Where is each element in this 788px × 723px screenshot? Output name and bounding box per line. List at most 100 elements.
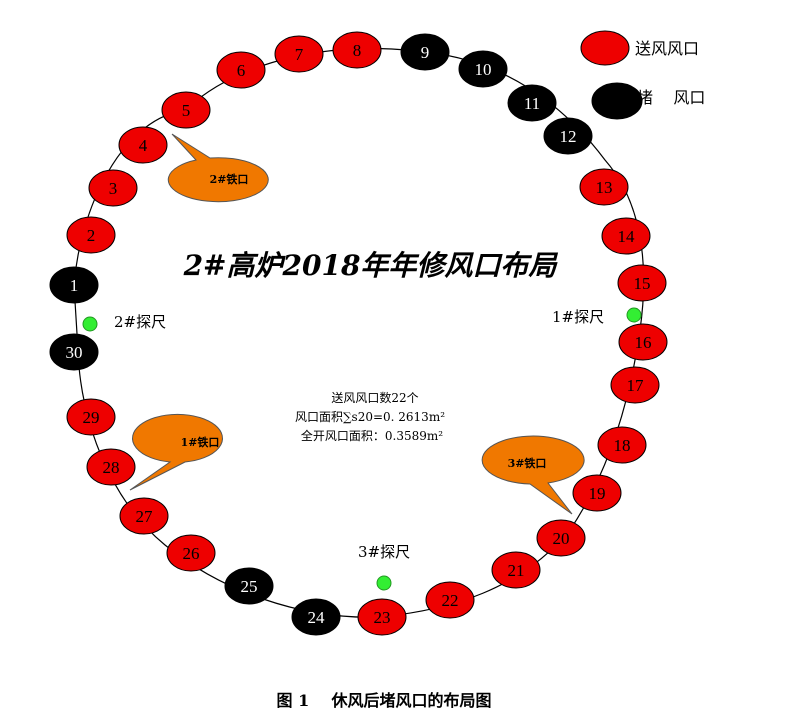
- tuyere-11-number: 11: [524, 94, 540, 113]
- tuyere-15: 15: [617, 264, 667, 302]
- tuyere-6: 6: [216, 51, 266, 89]
- tuyere-18: 18: [597, 426, 647, 464]
- tuyere-26-marker: [166, 534, 216, 572]
- tuyere-24-number: 24: [308, 608, 326, 627]
- tuyere-20: 20: [536, 519, 586, 557]
- tuyere-19-marker: [572, 474, 622, 512]
- legend: 送风风口 堵 风口: [580, 30, 705, 120]
- tuyere-24: 24: [291, 598, 341, 636]
- taphole-2-bubble: [167, 133, 269, 203]
- tuyere-15-number: 15: [634, 274, 651, 293]
- tuyere-3: 3: [88, 169, 138, 207]
- tuyere-22-number: 22: [442, 591, 459, 610]
- tuyere-22-marker: [425, 581, 475, 619]
- tuyere-25-marker: [224, 567, 274, 605]
- tuyere-6-number: 6: [237, 61, 246, 80]
- tuyere-13-marker: [579, 168, 629, 206]
- probe-1-dot: [626, 307, 642, 323]
- tuyere-23-number: 23: [374, 608, 391, 627]
- tuyere-20-marker: [536, 519, 586, 557]
- tuyere-26-number: 26: [183, 544, 200, 563]
- tuyere-5-marker: [161, 91, 211, 129]
- taphole-2-label: 2#铁口: [210, 172, 249, 186]
- tuyere-1-marker: [49, 266, 99, 304]
- tuyere-13-number: 13: [596, 178, 613, 197]
- tuyere-27-number: 27: [136, 507, 154, 526]
- tuyere-2-number: 2: [87, 226, 96, 245]
- tuyere-28-marker: [86, 448, 136, 486]
- tuyere-9: 9: [400, 33, 450, 71]
- tuyere-29: 29: [66, 398, 116, 436]
- tuyere-16-marker: [618, 323, 668, 361]
- legend-open-swatch: [580, 30, 630, 66]
- tuyere-12-marker: [543, 117, 593, 155]
- tuyere-29-marker: [66, 398, 116, 436]
- tuyere-10: 10: [458, 50, 508, 88]
- taphole-3-label: 3#铁口: [508, 456, 547, 470]
- taphole-2-callout: 2#铁口: [167, 133, 269, 203]
- tuyere-4-number: 4: [139, 136, 148, 155]
- tuyere-12: 12: [543, 117, 593, 155]
- tuyere-20-number: 20: [553, 529, 570, 548]
- tuyere-17: 17: [610, 366, 660, 404]
- tuyere-23-marker: [357, 598, 407, 636]
- tuyere-14: 14: [601, 217, 651, 255]
- tuyere-15-marker: [617, 264, 667, 302]
- tuyere-3-marker: [88, 169, 138, 207]
- tuyere-28-number: 28: [103, 458, 120, 477]
- taphole-1-callout: 1#铁口: [129, 413, 223, 491]
- tuyere-9-marker: [400, 33, 450, 71]
- taphole-1-bubble: [129, 413, 223, 491]
- tuyere-30: 30: [49, 333, 99, 371]
- tuyere-27-marker: [119, 497, 169, 535]
- summary-full-area: 全开风口面积：0.3589m²: [301, 428, 443, 443]
- summary-area: 风口面积∑s20=0. 2613m²: [295, 410, 445, 424]
- tuyere-11: 11: [507, 84, 557, 122]
- tuyere-1: 1: [49, 266, 99, 304]
- tuyere-8-number: 8: [353, 41, 362, 60]
- taphole-3-callout: 3#铁口: [481, 435, 585, 515]
- tuyere-21-marker: [491, 551, 541, 589]
- tuyere-30-number: 30: [66, 343, 83, 362]
- tuyere-22: 22: [425, 581, 475, 619]
- probe-2-dot: [82, 316, 98, 332]
- diagram-title: 2#高炉2018年年修风口布局: [183, 249, 559, 282]
- tuyere-25-number: 25: [241, 577, 258, 596]
- taphole-3-bubble: [481, 435, 585, 515]
- tuyere-2: 2: [66, 216, 116, 254]
- tuyere-24-marker: [291, 598, 341, 636]
- tuyere-5-number: 5: [182, 101, 191, 120]
- tuyere-group: 1 2 3 4 5 6 7 8: [49, 31, 668, 636]
- tuyere-14-number: 14: [618, 227, 636, 246]
- tuyere-8-marker: [332, 31, 382, 69]
- tuyere-30-marker: [49, 333, 99, 371]
- summary-open-count: 送风风口数22个: [331, 390, 418, 405]
- probe-3-dot: [376, 575, 392, 591]
- figure-caption: 图 1 休风后堵风口的布局图: [277, 691, 492, 710]
- legend-blocked-label: 堵 风口: [637, 88, 705, 107]
- taphole-1-label: 1#铁口: [181, 435, 220, 449]
- tuyere-7: 7: [274, 35, 324, 73]
- tuyere-4: 4: [118, 126, 168, 164]
- probe-2-label: 2#探尺: [114, 313, 166, 331]
- probe-3-label: 3#探尺: [358, 543, 410, 561]
- tuyere-28: 28: [86, 448, 136, 486]
- tuyere-7-number: 7: [295, 45, 304, 64]
- tuyere-10-marker: [458, 50, 508, 88]
- tuyere-14-marker: [601, 217, 651, 255]
- tuyere-11-marker: [507, 84, 557, 122]
- probe-1-label: 1#探尺: [552, 308, 604, 326]
- tuyere-16-number: 16: [635, 333, 652, 352]
- legend-open-label: 送风风口: [635, 39, 699, 58]
- tuyere-17-marker: [610, 366, 660, 404]
- tuyere-27: 27: [119, 497, 169, 535]
- tuyere-6-marker: [216, 51, 266, 89]
- tuyere-13: 13: [579, 168, 629, 206]
- tuyere-1-number: 1: [70, 276, 79, 295]
- tuyere-21-number: 21: [508, 561, 525, 580]
- tuyere-7-marker: [274, 35, 324, 73]
- tuyere-12-number: 12: [560, 127, 577, 146]
- tuyere-25: 25: [224, 567, 274, 605]
- tuyere-21: 21: [491, 551, 541, 589]
